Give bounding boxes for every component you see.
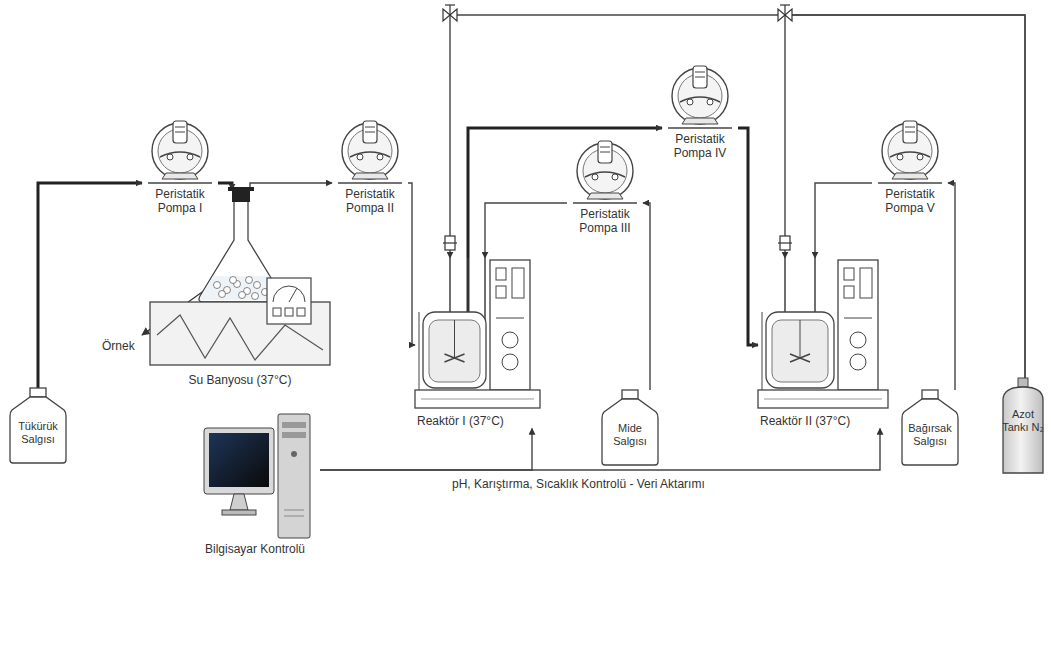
signal-label-holder: pH, Karıştırma, Sıcaklık Kontrolü - Veri… [450,477,707,491]
node-label: Su Banyosu (37°C) [145,373,335,387]
peristaltic-pump-drawing [567,137,643,207]
pipe-fitting [443,236,792,250]
node-label: Tükürük Salgısı [8,420,68,446]
node-label: Bilgisayar Kontrolü [190,542,320,556]
reactor-drawing [758,258,888,408]
tube-connector [485,203,567,258]
node-label: Peristatik Pompa III [567,207,643,236]
water-bath: Su Banyosu (37°C) [145,190,335,387]
node-label: Peristatik Pompa II [332,187,408,216]
water-bath-drawing [145,190,335,365]
tube-connector [815,183,872,258]
peristaltic-pump: Peristatik Pompa I [142,117,218,216]
node-label: Reaktör II (37°C) [760,414,888,428]
secretion-bottle: Tükürük Salgısı [8,388,68,463]
peristaltic-pump: Peristatik Pompa IV [662,62,738,161]
tube-connector [38,183,142,388]
tube-connector [250,183,332,190]
node-label: Peristatik Pompa IV [662,132,738,161]
tube-connector [450,15,1025,378]
callout-label: Örnek [100,339,137,353]
peristaltic-pump-drawing [872,117,948,187]
reactor: Reaktör I (37°C) [415,258,540,428]
reactor: Reaktör II (37°C) [758,258,888,428]
signal-label: pH, Karıştırma, Sıcaklık Kontrolü - Veri… [450,477,707,491]
secretion-bottle: Bağırsak Salgısı [900,390,960,465]
computer: Bilgisayar Kontrolü [190,410,320,556]
node-label: Mide Salgısı [600,422,660,448]
tube-connector [320,428,880,470]
tube-connector [468,128,662,258]
node-label: Bağırsak Salgısı [900,422,960,448]
nitrogen-tank: Azot Tankı N₂ [1000,378,1046,473]
tube-connector [320,428,532,470]
peristaltic-pump: Peristatik Pompa III [567,137,643,236]
callout-label-holder: Örnek [100,339,137,353]
node-label: Peristatik Pompa V [872,187,948,216]
tube-connector [643,203,650,390]
peristaltic-pump-drawing [142,117,218,187]
tube-connector [948,183,955,390]
tube-connector [408,183,415,345]
node-label: Azot Tankı N₂ [1000,408,1046,434]
computer-drawing [190,410,320,540]
peristaltic-pump-drawing [332,117,408,187]
tube-connector [738,128,758,345]
peristaltic-pump: Peristatik Pompa II [332,117,408,216]
peristaltic-pump-drawing [662,62,738,132]
node-label: Peristatik Pompa I [142,187,218,216]
secretion-bottle: Mide Salgısı [600,390,660,465]
valve [443,5,792,21]
peristaltic-pump: Peristatik Pompa V [872,117,948,216]
node-label: Reaktör I (37°C) [417,414,540,428]
reactor-drawing [415,258,540,408]
